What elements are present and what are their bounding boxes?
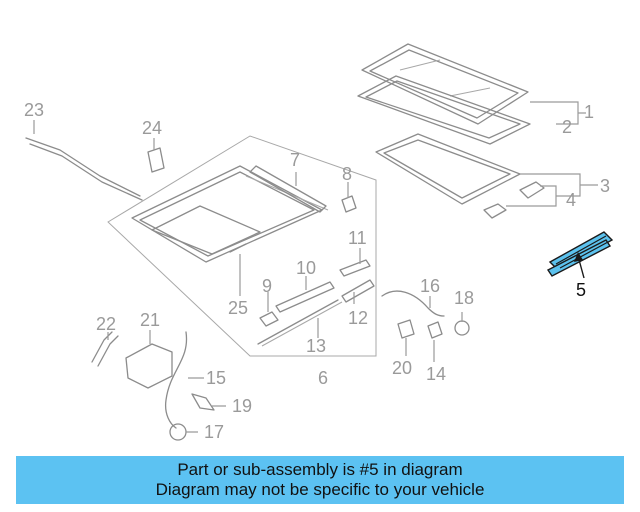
label-22: 22 [96,314,116,334]
label-23: 23 [24,100,44,120]
label-7: 7 [290,150,300,170]
label-20: 20 [392,358,412,378]
label-1: 1 [584,102,594,122]
sunshade-panel-part [375,133,521,205]
connector-part-17 [169,423,187,441]
clip-part-14 [427,321,443,339]
sunshade-handle-part [483,181,545,219]
rail-part-7 [249,165,327,213]
glass-seal-part [357,75,531,145]
motor-part-21 [125,343,173,389]
hose-part-15 [164,331,188,429]
label-25: 25 [228,298,248,318]
label-24: 24 [142,118,162,138]
leader-lines-group [506,101,598,207]
label-17: 17 [204,422,224,442]
label-5: 5 [576,280,586,300]
label-4: 4 [566,190,576,210]
shade-part-25 [229,243,247,253]
grommet-part-18 [454,320,470,336]
label-9: 9 [262,276,272,296]
label-19: 19 [232,396,252,416]
clip-part-9 [259,311,279,327]
cable-part-13 [257,299,343,347]
clip-part-20 [397,319,415,339]
weatherstrip-part-23 [25,137,143,201]
label-8: 8 [342,164,352,184]
label-16: 16 [420,276,440,296]
glass-panel-part [361,43,529,125]
label-11: 11 [348,228,367,248]
banner-line-2: Diagram may not be specific to your vehi… [155,480,485,499]
label-10: 10 [296,258,316,278]
hose-part-22 [91,331,119,367]
label-13: 13 [306,336,326,356]
label-2: 2 [562,117,572,137]
guide-part-10 [275,281,335,313]
label-18: 18 [454,288,474,308]
clamp-part-19 [191,393,215,411]
info-banner: Part or sub-assembly is #5 in diagram Di… [16,456,624,504]
label-21: 21 [140,310,160,330]
clip-part-8 [341,195,357,213]
cover-part-24 [147,147,165,173]
label-14: 14 [426,364,446,384]
label-12: 12 [348,308,368,328]
bracket-part-11 [339,259,371,277]
label-6: 6 [318,368,328,388]
part-5-highlighted [546,231,614,279]
label-3: 3 [600,176,610,196]
banner-line-1: Part or sub-assembly is #5 in diagram [177,460,463,479]
cable-part-12 [341,279,375,303]
drain-hose-part-16 [381,290,445,317]
label-15: 15 [206,368,226,388]
parts-diagram: 1 2 3 4 5 6 7 8 9 10 11 12 13 14 15 16 1… [24,43,614,442]
